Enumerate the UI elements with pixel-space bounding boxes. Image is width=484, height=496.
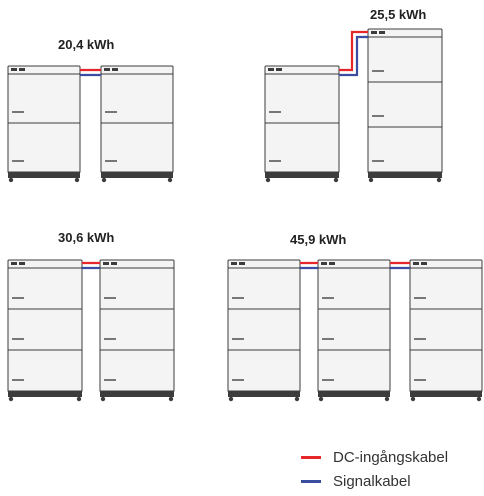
battery-foot bbox=[333, 177, 339, 183]
battery-foot bbox=[294, 396, 300, 402]
dc-cable bbox=[339, 30, 368, 72]
battery-foot bbox=[76, 396, 82, 402]
brand-logo-mark bbox=[268, 68, 274, 71]
battery-body bbox=[99, 267, 175, 392]
module-label-mark bbox=[104, 379, 116, 381]
module-label-mark bbox=[232, 297, 244, 299]
brand-logo-mark bbox=[19, 68, 25, 71]
battery-top-cover bbox=[227, 259, 301, 269]
battery-base bbox=[100, 391, 174, 397]
module-label-mark bbox=[372, 115, 384, 117]
signal-cable bbox=[339, 35, 368, 77]
module-label-mark bbox=[104, 297, 116, 299]
battery-foot bbox=[74, 177, 80, 183]
brand-logo-mark bbox=[104, 68, 110, 71]
battery-top-cover bbox=[7, 65, 81, 75]
module-label-mark bbox=[414, 338, 426, 340]
battery-base bbox=[265, 172, 339, 178]
brand-logo-mark bbox=[111, 262, 117, 265]
module-label-mark bbox=[104, 338, 116, 340]
brand-logo-mark bbox=[112, 68, 118, 71]
battery-foot bbox=[410, 396, 416, 402]
battery-body bbox=[227, 267, 301, 392]
module-label-mark bbox=[12, 160, 24, 162]
brand-logo-mark bbox=[321, 262, 327, 265]
brand-logo-mark bbox=[19, 262, 25, 265]
module-label-mark bbox=[269, 111, 281, 113]
module-label-mark bbox=[322, 379, 334, 381]
module-label-mark bbox=[12, 338, 24, 340]
legend-signal-label: Signalkabel bbox=[333, 473, 411, 490]
battery-foot bbox=[101, 177, 107, 183]
battery-body bbox=[409, 267, 483, 392]
module-label-mark bbox=[322, 338, 334, 340]
module-label-mark bbox=[105, 160, 117, 162]
battery-foot bbox=[384, 396, 390, 402]
battery-foot bbox=[436, 177, 442, 183]
module-label-mark bbox=[12, 379, 24, 381]
module-label-mark bbox=[269, 160, 281, 162]
config-label-25-5: 25,5 kWh bbox=[370, 7, 427, 22]
battery-foot bbox=[8, 177, 14, 183]
legend-dc-label: DC-ingångskabel bbox=[333, 449, 449, 466]
brand-logo-mark bbox=[239, 262, 245, 265]
module-label-mark bbox=[232, 379, 244, 381]
battery-base bbox=[368, 172, 442, 178]
module-label-mark bbox=[105, 111, 117, 113]
battery-top-cover bbox=[317, 259, 391, 269]
battery-base bbox=[318, 391, 390, 397]
battery-foot bbox=[168, 396, 174, 402]
brand-logo-mark bbox=[329, 262, 335, 265]
brand-logo-mark bbox=[379, 31, 385, 34]
signal-cable-swatch bbox=[301, 480, 321, 483]
battery-foot bbox=[228, 396, 234, 402]
battery-foot bbox=[368, 177, 374, 183]
brand-logo-mark bbox=[231, 262, 237, 265]
battery-base bbox=[8, 172, 80, 178]
battery-body bbox=[7, 267, 83, 392]
battery-base bbox=[8, 391, 82, 397]
battery-base bbox=[101, 172, 173, 178]
brand-logo-mark bbox=[421, 262, 427, 265]
brand-logo-mark bbox=[103, 262, 109, 265]
legend-signal: Signalkabel bbox=[301, 473, 411, 490]
config-label-30-6: 30,6 kWh bbox=[58, 230, 115, 245]
battery-top-cover bbox=[409, 259, 483, 269]
brand-logo-mark bbox=[276, 68, 282, 71]
brand-logo-mark bbox=[413, 262, 419, 265]
module-label-mark bbox=[414, 379, 426, 381]
module-label-mark bbox=[322, 297, 334, 299]
battery-foot bbox=[167, 177, 173, 183]
brand-logo-mark bbox=[371, 31, 377, 34]
battery-foot bbox=[100, 396, 106, 402]
module-label-mark bbox=[372, 70, 384, 72]
module-label-mark bbox=[12, 297, 24, 299]
battery-top-cover bbox=[100, 65, 174, 75]
config-label-45-9: 45,9 kWh bbox=[290, 232, 347, 247]
battery-base bbox=[228, 391, 300, 397]
battery-foot bbox=[8, 396, 14, 402]
battery-foot bbox=[318, 396, 324, 402]
module-label-mark bbox=[414, 297, 426, 299]
brand-logo-mark bbox=[11, 68, 17, 71]
battery-body bbox=[367, 36, 443, 173]
module-label-mark bbox=[12, 111, 24, 113]
module-label-mark bbox=[232, 338, 244, 340]
brand-logo-mark bbox=[11, 262, 17, 265]
battery-base bbox=[410, 391, 482, 397]
module-label-mark bbox=[372, 160, 384, 162]
legend-dc: DC-ingångskabel bbox=[301, 449, 448, 466]
battery-body bbox=[317, 267, 391, 392]
dc-cable-swatch bbox=[301, 456, 321, 459]
battery-foot bbox=[476, 396, 482, 402]
config-label-20-4: 20,4 kWh bbox=[58, 37, 115, 52]
battery-foot bbox=[265, 177, 271, 183]
